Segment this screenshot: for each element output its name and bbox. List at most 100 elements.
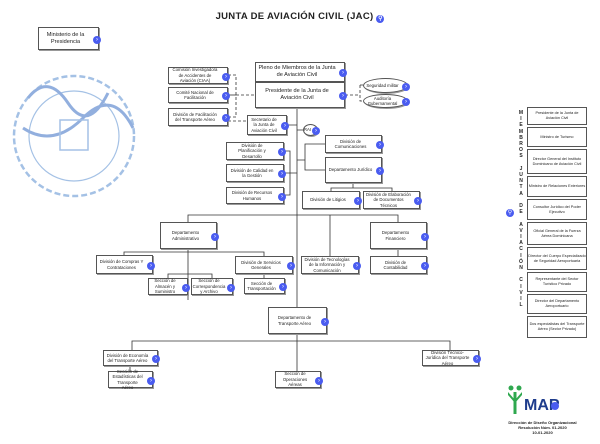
expand-arrow-icon[interactable]: › bbox=[278, 148, 286, 156]
member-box: Director General del Instituto Dominican… bbox=[527, 149, 587, 174]
org-node-elaboracion[interactable]: División de Elaboración de Documentos Té… bbox=[363, 191, 422, 209]
org-node-planificacion[interactable]: División de Planificación y Desarrollo › bbox=[226, 142, 286, 160]
org-node-financiero[interactable]: Departamento Financiero› bbox=[370, 222, 429, 249]
expand-arrow-icon[interactable]: › bbox=[402, 82, 410, 91]
org-node-correspondencia[interactable]: Sección de Correspondencia y Archivo› bbox=[191, 278, 235, 295]
expand-arrow-icon[interactable]: › bbox=[339, 92, 347, 100]
org-node-administrativo[interactable]: Departamento Administrativo › bbox=[160, 222, 219, 249]
org-node-economia[interactable]: División de Economía del Transporte Aére… bbox=[103, 350, 160, 366]
approval-footer: Dirección de Diseño Organizacional Resol… bbox=[495, 420, 590, 436]
org-node-presidente[interactable]: Presidente de la Junta de Aviación Civil… bbox=[255, 82, 347, 108]
node-label: División de Facilitación del Transporte … bbox=[173, 111, 217, 122]
expand-arrow-icon[interactable]: › bbox=[211, 232, 219, 241]
org-node-comunicaciones[interactable]: División de Comunicaciones › bbox=[325, 135, 384, 153]
org-node-comite[interactable]: Comité Nacional de Facilitación › bbox=[168, 87, 230, 103]
org-node-transporte-aereo[interactable]: Departamento de Transporte Aéreo › bbox=[268, 307, 329, 334]
org-node-almacen[interactable]: Sección de Almacén y Suministro › bbox=[148, 278, 190, 295]
expand-arrow-icon[interactable]: › bbox=[339, 69, 347, 77]
org-node-calidad[interactable]: División de Calidad en la Gestión› bbox=[226, 164, 286, 182]
org-node-facilitacion[interactable]: División de Facilitación del Transporte … bbox=[168, 108, 230, 126]
expand-arrow-icon[interactable]: › bbox=[353, 262, 361, 270]
node-label: División de Litigios bbox=[310, 197, 346, 203]
node-label: Seguridad militar bbox=[366, 82, 399, 88]
node-label: Departamento Jurídico bbox=[328, 167, 373, 173]
node-label: División de Compras Y Contrataciones bbox=[99, 259, 144, 270]
node-label: Sección de Almacén y Suministro bbox=[154, 278, 176, 295]
footer-line3: 10-01-2020 bbox=[532, 430, 553, 436]
expand-arrow-icon[interactable]: › bbox=[402, 98, 410, 106]
org-node-contabilidad[interactable]: División de Contabilidad› bbox=[370, 256, 429, 274]
expand-arrow-icon[interactable]: › bbox=[354, 197, 362, 205]
org-node-pleno[interactable]: Pleno de Miembros de la Junta de Aviació… bbox=[255, 62, 347, 82]
node-label: División de Servicios Generales bbox=[241, 259, 281, 270]
org-node-ciiaa[interactable]: Comisión Investigadora de Accidentes de … bbox=[168, 67, 230, 84]
expand-arrow-icon[interactable]: › bbox=[222, 72, 230, 81]
expand-arrow-icon[interactable]: › bbox=[414, 197, 422, 205]
org-node-compras[interactable]: División de Compras Y Contrataciones› bbox=[96, 255, 155, 274]
node-label: Sección de Correspondencia y Archivo bbox=[192, 278, 226, 295]
member-box: Director del Cuerpo Especializado de Seg… bbox=[527, 247, 587, 270]
org-node-ministerio[interactable]: Ministerio de la Presidencia› bbox=[38, 27, 101, 50]
node-label: Secretario de la Junta de Aviación Civil bbox=[251, 116, 277, 133]
chart-title: JUNTA DE AVIACIÓN CIVIL (JAC) ⚲ bbox=[215, 11, 385, 23]
expand-arrow-icon[interactable]: › bbox=[321, 317, 329, 326]
expand-arrow-icon[interactable]: › bbox=[222, 92, 230, 100]
node-label: Departamento Administrativo bbox=[171, 230, 200, 241]
expand-arrow-icon[interactable]: › bbox=[279, 283, 287, 291]
footer-line2: Resolución Núm. 01-2020 bbox=[518, 425, 567, 431]
expand-arrow-icon[interactable]: › bbox=[222, 114, 230, 122]
org-node-transportacion[interactable]: Sección de Transportación› bbox=[244, 278, 287, 294]
node-label: División de Planificación y Desarrollo bbox=[238, 142, 266, 159]
node-label: División de Tecnologías de la Informació… bbox=[304, 256, 350, 273]
node-label: Presidente de la Junta de Aviación Civil bbox=[265, 88, 329, 101]
node-label: División de Comunicaciones bbox=[334, 138, 367, 149]
node-label: División de Elaboración de Documentos Té… bbox=[366, 191, 411, 208]
node-label: División Técnico-Jurídica del Transporte… bbox=[425, 349, 470, 366]
member-box: Presidente de la Junta de Aviación Civil bbox=[527, 107, 587, 125]
expand-arrow-icon[interactable]: › bbox=[315, 376, 323, 385]
org-node-tecnico-juridica[interactable]: División Técnico-Jurídica del Transporte… bbox=[422, 349, 481, 366]
org-node-estadisticas[interactable]: Sección de Estadísticas del Transporte A… bbox=[108, 368, 155, 390]
expand-arrow-icon[interactable]: › bbox=[147, 376, 155, 385]
expand-arrow-icon[interactable]: › bbox=[278, 192, 286, 201]
member-box: Ministro de Relaciones Exteriores bbox=[527, 176, 587, 197]
expand-arrow-icon[interactable]: › bbox=[281, 122, 289, 130]
expand-arrow-icon[interactable]: › bbox=[93, 35, 101, 44]
org-node-secretario[interactable]: Secretario de la Junta de Aviación Civil… bbox=[247, 115, 289, 135]
expand-arrow-icon[interactable]: › bbox=[376, 167, 384, 175]
org-node-rai[interactable]: RAI› bbox=[303, 124, 320, 136]
node-label: Sección de Estadísticas del Transporte A… bbox=[112, 368, 143, 390]
org-node-juridico[interactable]: Departamento Jurídico› bbox=[325, 157, 384, 183]
node-label: Comité Nacional de Facilitación bbox=[176, 89, 214, 100]
org-node-auditoria[interactable]: Auditoría Gubernamental› bbox=[363, 94, 410, 108]
expand-arrow-icon[interactable]: › bbox=[473, 355, 481, 363]
expand-arrow-icon[interactable]: › bbox=[376, 141, 384, 149]
expand-arrow-icon[interactable]: › bbox=[152, 355, 160, 363]
link-icon[interactable]: ⚲ bbox=[506, 209, 514, 217]
org-node-litigios[interactable]: División de Litigios › bbox=[302, 191, 362, 209]
node-label: Sección de Transportación bbox=[247, 280, 276, 291]
org-node-servicios[interactable]: División de Servicios Generales › bbox=[235, 256, 295, 274]
org-node-rrhh[interactable]: División de Recursos Humanos › bbox=[226, 187, 286, 204]
member-box: Representante del Sector Turístico Priva… bbox=[527, 272, 587, 292]
expand-arrow-icon[interactable]: › bbox=[227, 283, 235, 292]
org-node-operaciones[interactable]: Sección de Operaciones Aéreas › bbox=[275, 371, 323, 388]
expand-arrow-icon[interactable]: › bbox=[287, 262, 295, 270]
node-label: Comisión Investigadora de Accidentes de … bbox=[172, 67, 218, 84]
expand-arrow-icon[interactable]: › bbox=[421, 262, 429, 270]
expand-arrow-icon[interactable]: › bbox=[421, 232, 429, 241]
node-label: Sección de Operaciones Aéreas bbox=[282, 371, 308, 388]
member-box: Dos especialistas del Transporte Aéreo (… bbox=[527, 316, 587, 338]
expand-arrow-icon[interactable]: › bbox=[312, 127, 320, 135]
expand-arrow-icon[interactable]: › bbox=[182, 283, 190, 292]
org-node-seguridad[interactable]: Seguridad militar› bbox=[363, 78, 410, 93]
official-stamp bbox=[12, 74, 136, 198]
node-label: División de Recursos Humanos bbox=[231, 190, 273, 201]
expand-arrow-icon[interactable]: › bbox=[278, 170, 286, 178]
expand-arrow-icon[interactable]: › bbox=[147, 261, 155, 270]
node-label: Departamento de Transporte Aéreo bbox=[277, 315, 312, 326]
org-node-tecnologias[interactable]: División de Tecnologías de la Informació… bbox=[301, 256, 361, 274]
link-icon[interactable]: ⚲ bbox=[376, 15, 385, 23]
svg-text:MAP: MAP bbox=[524, 397, 560, 414]
node-label: RAI bbox=[303, 127, 312, 133]
